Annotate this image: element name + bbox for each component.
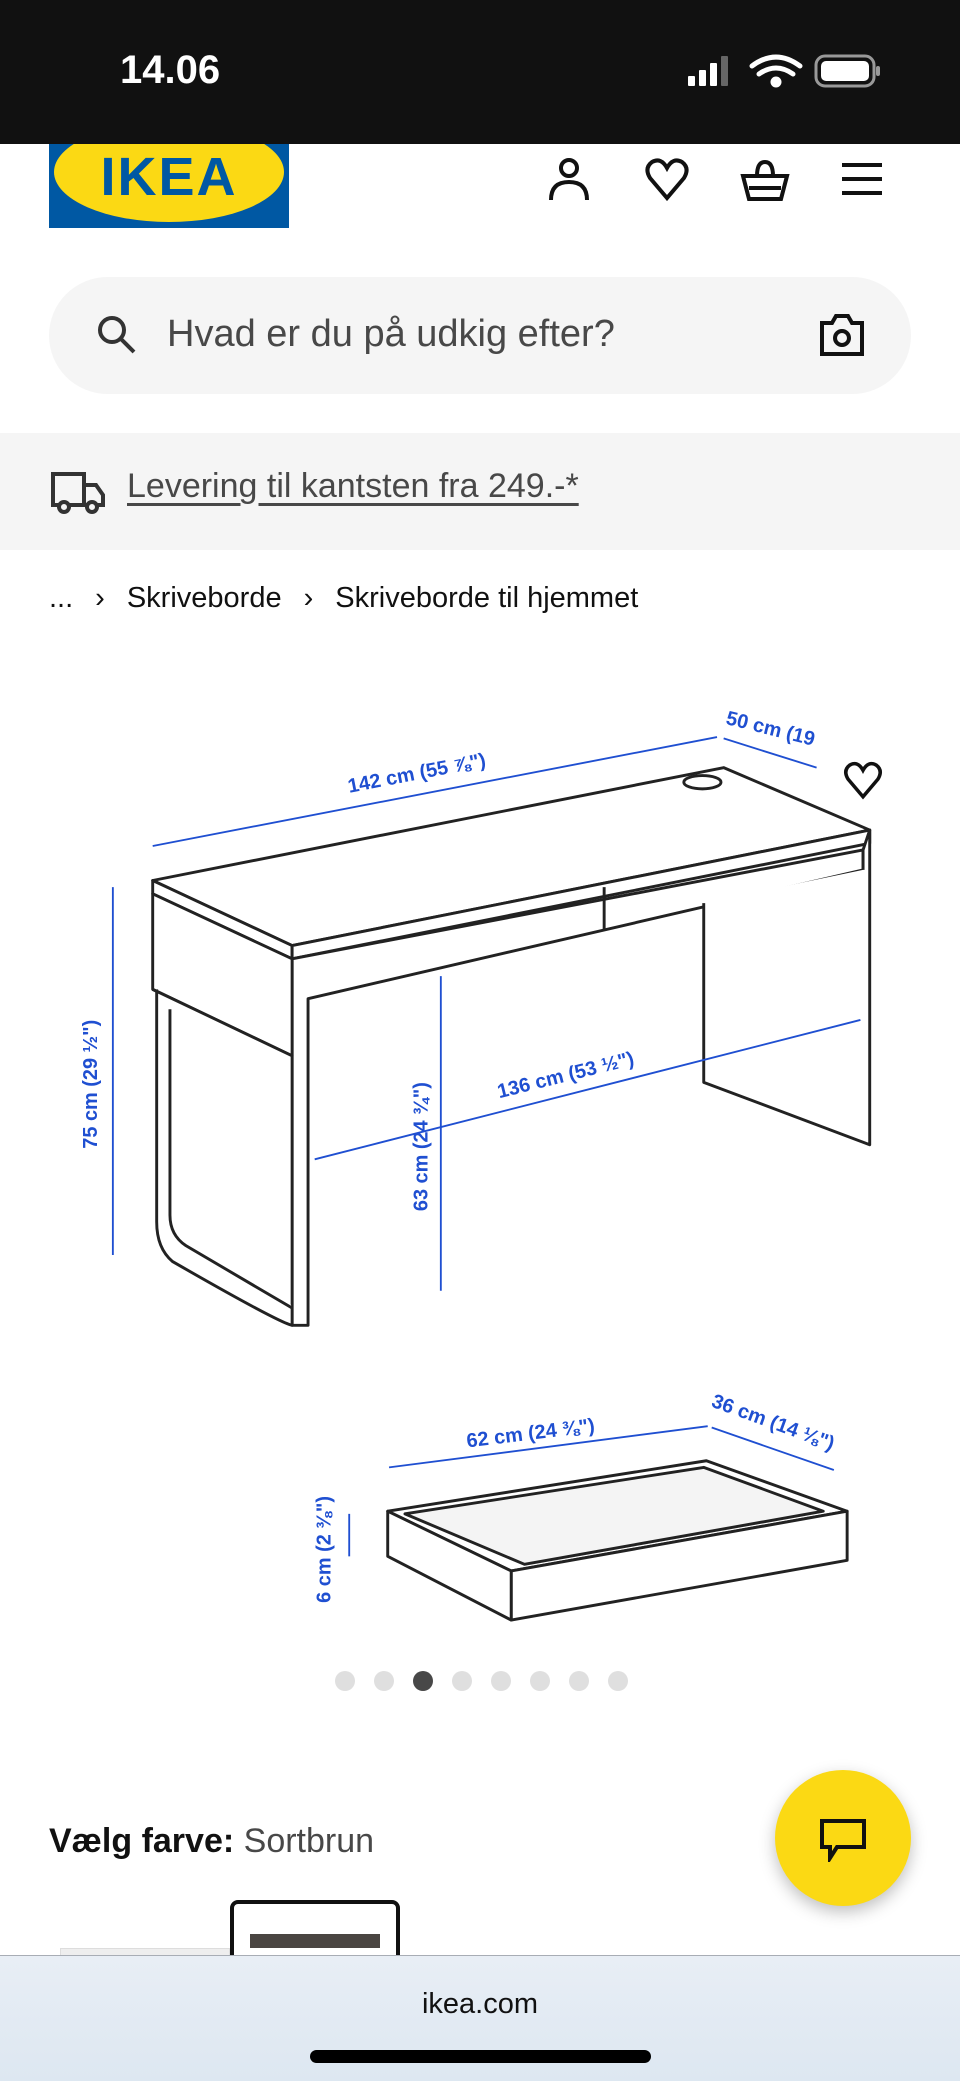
camera-icon[interactable] bbox=[819, 313, 865, 357]
breadcrumb-current[interactable]: Skriveborde til hjemmet bbox=[335, 582, 639, 614]
chat-bubble-icon bbox=[820, 1819, 866, 1862]
chevron-right-icon: › bbox=[303, 582, 314, 614]
breadcrumb: ... › Skriveborde › Skriveborde til hjem… bbox=[49, 582, 638, 615]
signal-icon bbox=[688, 56, 728, 86]
dimension-lines bbox=[111, 736, 861, 1557]
dim-drawer-depth: 36 cm (14 ⅛") bbox=[709, 1390, 838, 1455]
breadcrumb-ellipsis[interactable]: ... bbox=[49, 582, 74, 614]
delivery-banner: Levering til kantsten fra 249.-* bbox=[0, 433, 960, 550]
wifi-icon bbox=[749, 54, 803, 88]
person-icon[interactable] bbox=[544, 154, 594, 204]
carousel-dot[interactable] bbox=[335, 1671, 355, 1691]
dim-width: 142 cm (55 ⅞") bbox=[346, 749, 488, 797]
home-indicator[interactable] bbox=[310, 2050, 651, 2063]
menu-icon[interactable] bbox=[837, 154, 887, 204]
basket-icon[interactable] bbox=[740, 154, 790, 204]
carousel-dot[interactable] bbox=[491, 1671, 511, 1691]
status-icons bbox=[688, 54, 880, 88]
search-placeholder: Hvad er du på udkig efter? bbox=[167, 313, 615, 355]
product-image[interactable]: 142 cm (55 ⅞") 50 cm (19 75 cm (29 ½") 6… bbox=[0, 680, 960, 1640]
dim-drawer-width: 62 cm (24 ⅜") bbox=[465, 1415, 596, 1453]
color-value: Sortbrun bbox=[243, 1822, 375, 1860]
dim-clearance: 63 cm (24 ¾") bbox=[411, 1082, 433, 1211]
search-input[interactable]: Hvad er du på udkig efter? bbox=[49, 277, 911, 394]
heart-icon[interactable] bbox=[642, 154, 692, 204]
carousel-dot-active[interactable] bbox=[413, 1671, 433, 1691]
chevron-right-icon: › bbox=[95, 582, 105, 614]
dim-depth: 50 cm (19 bbox=[724, 707, 817, 750]
battery-icon bbox=[814, 54, 880, 88]
save-favorite-heart-icon[interactable] bbox=[840, 758, 886, 802]
status-bar: 14.06 bbox=[0, 0, 960, 144]
delivery-link[interactable]: Levering til kantsten fra 249.-* bbox=[127, 467, 579, 505]
chat-button[interactable] bbox=[775, 1770, 911, 1906]
carousel-dot[interactable] bbox=[452, 1671, 472, 1691]
dim-drawer-height: 6 cm (2 ⅜") bbox=[314, 1496, 336, 1603]
url-bar[interactable]: ikea.com bbox=[421, 1988, 539, 2020]
carousel-dot[interactable] bbox=[608, 1671, 628, 1691]
desk-drawing bbox=[151, 766, 872, 1622]
ikea-logo[interactable]: IKEA bbox=[49, 144, 289, 228]
breadcrumb-skriveborde[interactable]: Skriveborde bbox=[126, 582, 282, 614]
color-picker-label: Vælg farve: Sortbrun bbox=[49, 1822, 374, 1861]
carousel-dots bbox=[335, 1671, 628, 1691]
truck-icon bbox=[51, 472, 105, 514]
color-label: Vælg farve: bbox=[49, 1822, 235, 1860]
clock: 14.06 bbox=[120, 48, 221, 92]
dim-height: 75 cm (29 ½") bbox=[80, 1020, 102, 1149]
search-icon bbox=[98, 316, 136, 354]
carousel-dot[interactable] bbox=[569, 1671, 589, 1691]
carousel-dot[interactable] bbox=[374, 1671, 394, 1691]
carousel-dot[interactable] bbox=[530, 1671, 550, 1691]
